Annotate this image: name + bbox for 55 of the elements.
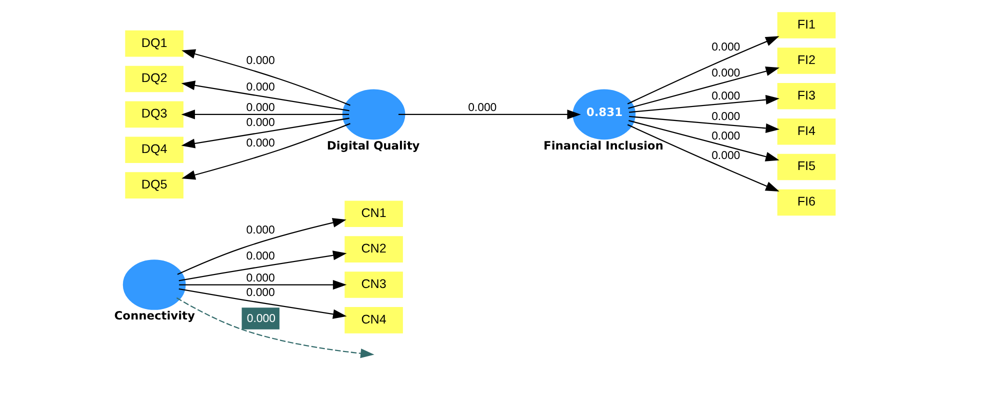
arrow [181,123,350,180]
node-box: CN4 [344,307,402,334]
node-box: FI5 [776,154,836,180]
node-box: DQ2 [124,66,183,92]
arrow [178,250,346,282]
node-box: CN3 [344,272,402,298]
edge-label: 0.000 [468,102,496,114]
edge-label: 0.000 [711,111,740,124]
edge-label: 0.000 [246,312,275,325]
node-circle [342,89,405,140]
arrow [626,36,779,104]
edge-label: 0.000 [246,272,274,284]
edge-label: 0.000 [711,90,740,103]
arrow [628,94,780,113]
edge-label: 0.000 [246,287,274,300]
edge-label: 0.000 [711,68,740,80]
node-box: DQ1 [124,30,183,57]
edge-label: 0.000 [246,116,274,129]
arrow [628,66,780,109]
node-box: CN1 [344,200,402,228]
arrow [626,124,779,192]
edge-label: 0.000 [246,137,274,150]
node-box: DQ4 [124,136,183,164]
node-label: Connectivity [114,308,194,323]
node-label: Financial Inclusion [543,138,663,152]
node-box: DQ3 [124,101,183,128]
arrow [176,297,374,358]
arrow [628,120,779,162]
node-box: DQ5 [124,172,183,198]
arrow [178,288,346,319]
edge-label: 0.000 [246,250,274,263]
arrow [180,80,349,112]
edge-label: 0.000 [246,55,274,68]
edge-label: 0.000 [711,41,740,54]
arrow [176,218,346,275]
arrow [398,110,580,120]
arrow [180,110,348,120]
node-box: FI1 [776,12,836,38]
arrow [628,116,780,133]
arrow [178,280,346,290]
node-ellipse: 0.831 [572,89,636,140]
edge-label: 0.000 [711,150,740,162]
edge-label: 0.000 [246,102,274,114]
edge-label: 0.000 [246,81,274,94]
node-box: FI6 [776,189,836,216]
edge-label: 0.000 [246,224,274,236]
node-box: FI2 [776,48,836,74]
node-box: FI4 [776,118,836,145]
node-label: Digital Quality [326,138,420,152]
node-circle [122,260,186,310]
arrow [181,49,350,106]
node-box: FI3 [776,83,836,110]
edge-label: 0.000 [711,130,740,143]
arrow [180,118,349,148]
node-box: CN2 [344,236,402,262]
